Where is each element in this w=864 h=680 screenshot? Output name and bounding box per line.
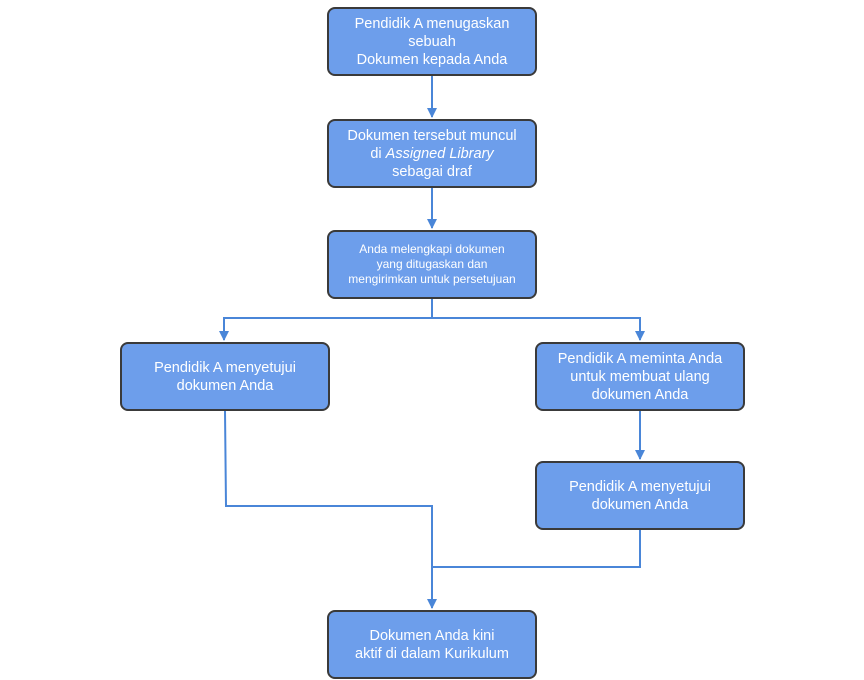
- connector-n6-merge: [432, 530, 641, 568]
- node-complete-and-submit: Anda melengkapi dokumen yang ditugaskan …: [327, 230, 537, 299]
- node-document-appears-in-library: Dokumen tersebut muncul di Assigned Libr…: [327, 119, 537, 188]
- node-label: Dokumen Anda kini aktif di dalam Kurikul…: [355, 627, 509, 662]
- node-educator-approves-right: Pendidik A menyetujui dokumen Anda: [535, 461, 745, 530]
- node-label: Anda melengkapi dokumen yang ditugaskan …: [348, 242, 516, 286]
- node-educator-requests-redo: Pendidik A meminta Anda untuk membuat ul…: [535, 342, 745, 411]
- node-label: Dokumen tersebut muncul di Assigned Libr…: [347, 127, 516, 181]
- node-label-line1: Dokumen tersebut muncul: [347, 127, 517, 144]
- node-label-line3: sebagai draf: [392, 163, 472, 180]
- node-educator-approves-left: Pendidik A menyetujui dokumen Anda: [120, 342, 330, 411]
- node-label: Pendidik A menugaskan sebuah Dokumen kep…: [354, 15, 510, 68]
- connector-n4-n7: [224, 410, 437, 609]
- node-label: Pendidik A menyetujui dokumen Anda: [569, 478, 711, 513]
- node-label: Pendidik A menyetujui dokumen Anda: [154, 359, 296, 394]
- node-document-active-in-curriculum: Dokumen Anda kini aktif di dalam Kurikul…: [327, 610, 537, 679]
- node-educator-assigns-document: Pendidik A menugaskan sebuah Dokumen kep…: [327, 7, 537, 76]
- connector-split-n5: [432, 317, 645, 341]
- node-label-line2-prefix: di: [370, 145, 386, 162]
- node-label: Pendidik A meminta Anda untuk membuat ul…: [557, 350, 723, 403]
- connector-n3-split: [219, 299, 433, 341]
- assigned-library-term: Assigned Library: [385, 145, 494, 162]
